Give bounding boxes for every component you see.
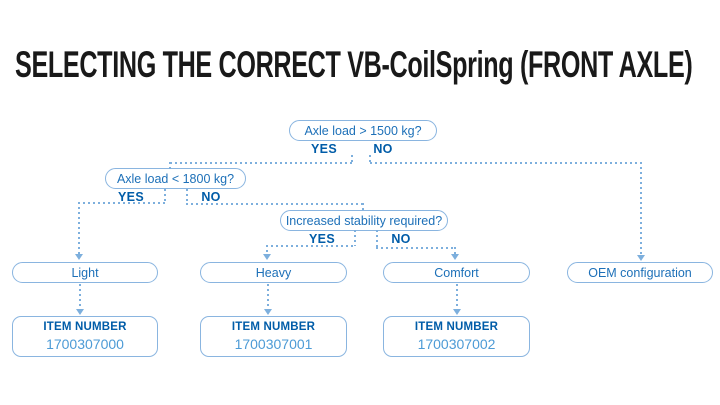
item-number-box-heavy: ITEM NUMBER 1700307001 <box>200 316 347 357</box>
flow-connector <box>169 162 171 170</box>
decision-question: Axle load > 1500 kg? <box>304 123 422 138</box>
branch-label-no-3: NO <box>391 232 411 246</box>
outcome-label: Heavy <box>255 265 292 280</box>
branch-label-yes-1: YES <box>311 142 337 156</box>
arrow-down-icon <box>451 254 459 260</box>
decision-box-axle-load-1800: Axle load < 1800 kg? <box>105 168 246 189</box>
arrow-down-icon <box>75 254 83 260</box>
arrow-down-icon <box>453 309 461 315</box>
outcome-box-comfort: Comfort <box>383 262 530 283</box>
branch-label-yes-3: YES <box>309 232 335 246</box>
decision-question: Increased stability required? <box>285 213 443 228</box>
flow-connector <box>456 284 458 309</box>
flow-connector <box>362 203 364 212</box>
flow-connector <box>164 189 166 203</box>
decision-box-increased-stability: Increased stability required? <box>280 210 448 231</box>
page-title: SELECTING THE CORRECT VB-CoilSpring (FRO… <box>15 44 693 85</box>
flow-connector <box>351 155 353 164</box>
branch-label-no-1: NO <box>373 142 393 156</box>
arrow-down-icon <box>76 309 84 315</box>
outcome-box-light: Light <box>12 262 158 283</box>
flow-connector <box>369 155 371 164</box>
item-number-box-light: ITEM NUMBER 1700307000 <box>12 316 158 357</box>
flow-connector <box>170 162 353 164</box>
arrow-down-icon <box>263 254 271 260</box>
branch-label-no-2: NO <box>201 190 221 204</box>
flow-connector <box>186 189 188 204</box>
flow-connector <box>186 203 364 205</box>
flow-connector <box>266 245 356 247</box>
flow-connector <box>78 202 166 204</box>
outcome-label: Light <box>71 265 99 280</box>
flow-connector <box>354 230 356 246</box>
outcome-box-oem-configuration: OEM configuration <box>567 262 713 283</box>
flow-connector <box>267 284 269 309</box>
flow-connector <box>376 247 456 249</box>
outcome-label: OEM configuration <box>588 265 692 280</box>
outcome-box-heavy: Heavy <box>200 262 347 283</box>
item-number-heading: ITEM NUMBER <box>414 321 499 333</box>
flow-connector <box>454 247 456 254</box>
flow-connector <box>640 162 642 255</box>
item-number-heading: ITEM NUMBER <box>231 321 316 333</box>
item-number-value: 1700307000 <box>46 336 124 352</box>
flow-connector <box>78 202 80 254</box>
item-number-heading: ITEM NUMBER <box>43 321 127 333</box>
decision-question: Axle load < 1800 kg? <box>116 171 235 186</box>
flow-connector <box>370 162 642 164</box>
outcome-label: Comfort <box>434 265 479 280</box>
arrow-down-icon <box>637 255 645 261</box>
item-number-value: 1700307002 <box>417 336 496 352</box>
item-number-box-comfort: ITEM NUMBER 1700307002 <box>383 316 530 357</box>
item-number-value: 1700307001 <box>234 336 313 352</box>
arrow-down-icon <box>264 309 272 315</box>
flow-connector <box>79 284 81 309</box>
flow-connector <box>266 245 268 254</box>
branch-label-yes-2: YES <box>118 190 144 204</box>
decision-box-axle-load-1500: Axle load > 1500 kg? <box>289 120 437 141</box>
flow-connector <box>376 230 378 248</box>
